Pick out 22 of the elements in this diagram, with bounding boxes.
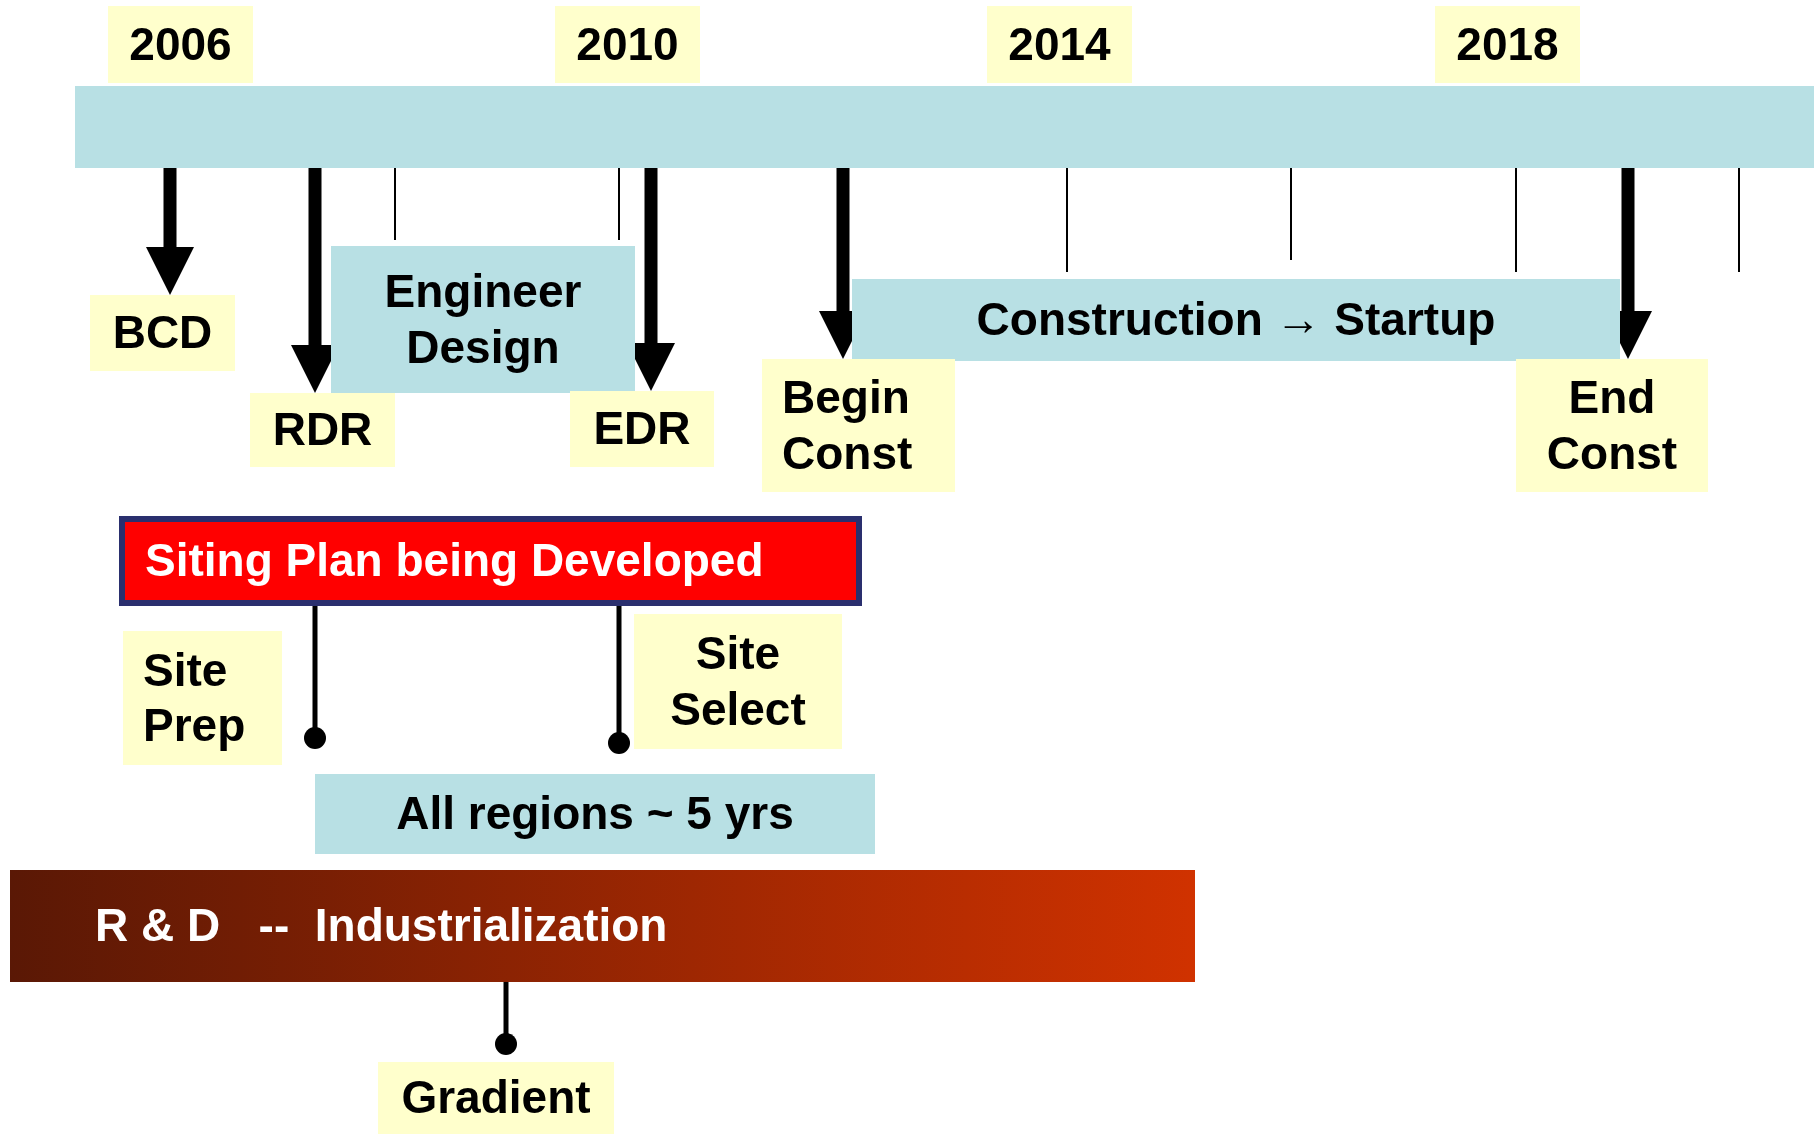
milestone-label: Gradient bbox=[378, 1062, 614, 1134]
year-label: 2014 bbox=[987, 6, 1132, 83]
year-label: 2018 bbox=[1435, 6, 1580, 83]
milestone-label: Site Select bbox=[634, 614, 842, 749]
timeline-bar bbox=[75, 86, 1814, 168]
pin-line bbox=[495, 982, 517, 1055]
arrow bbox=[146, 168, 194, 295]
plan-banner: Siting Plan being Developed bbox=[119, 516, 862, 606]
milestone-label: Begin Const bbox=[762, 359, 955, 492]
program-band: R & D -- Industrialization bbox=[10, 870, 1195, 982]
year-label: 2006 bbox=[108, 6, 253, 83]
milestone-label: Site Prep bbox=[123, 631, 282, 765]
year-label: 2010 bbox=[555, 6, 700, 83]
milestone-label: BCD bbox=[90, 295, 235, 371]
duration-band: All regions ~ 5 yrs bbox=[315, 774, 875, 854]
milestone-label: EDR bbox=[570, 391, 714, 467]
pin-line bbox=[608, 606, 630, 754]
milestone-label: RDR bbox=[250, 393, 395, 467]
phase-band: Construction → Startup bbox=[852, 279, 1620, 361]
phase-band: Engineer Design bbox=[331, 246, 635, 393]
pin-line bbox=[304, 606, 326, 749]
milestone-label: End Const bbox=[1516, 359, 1708, 492]
